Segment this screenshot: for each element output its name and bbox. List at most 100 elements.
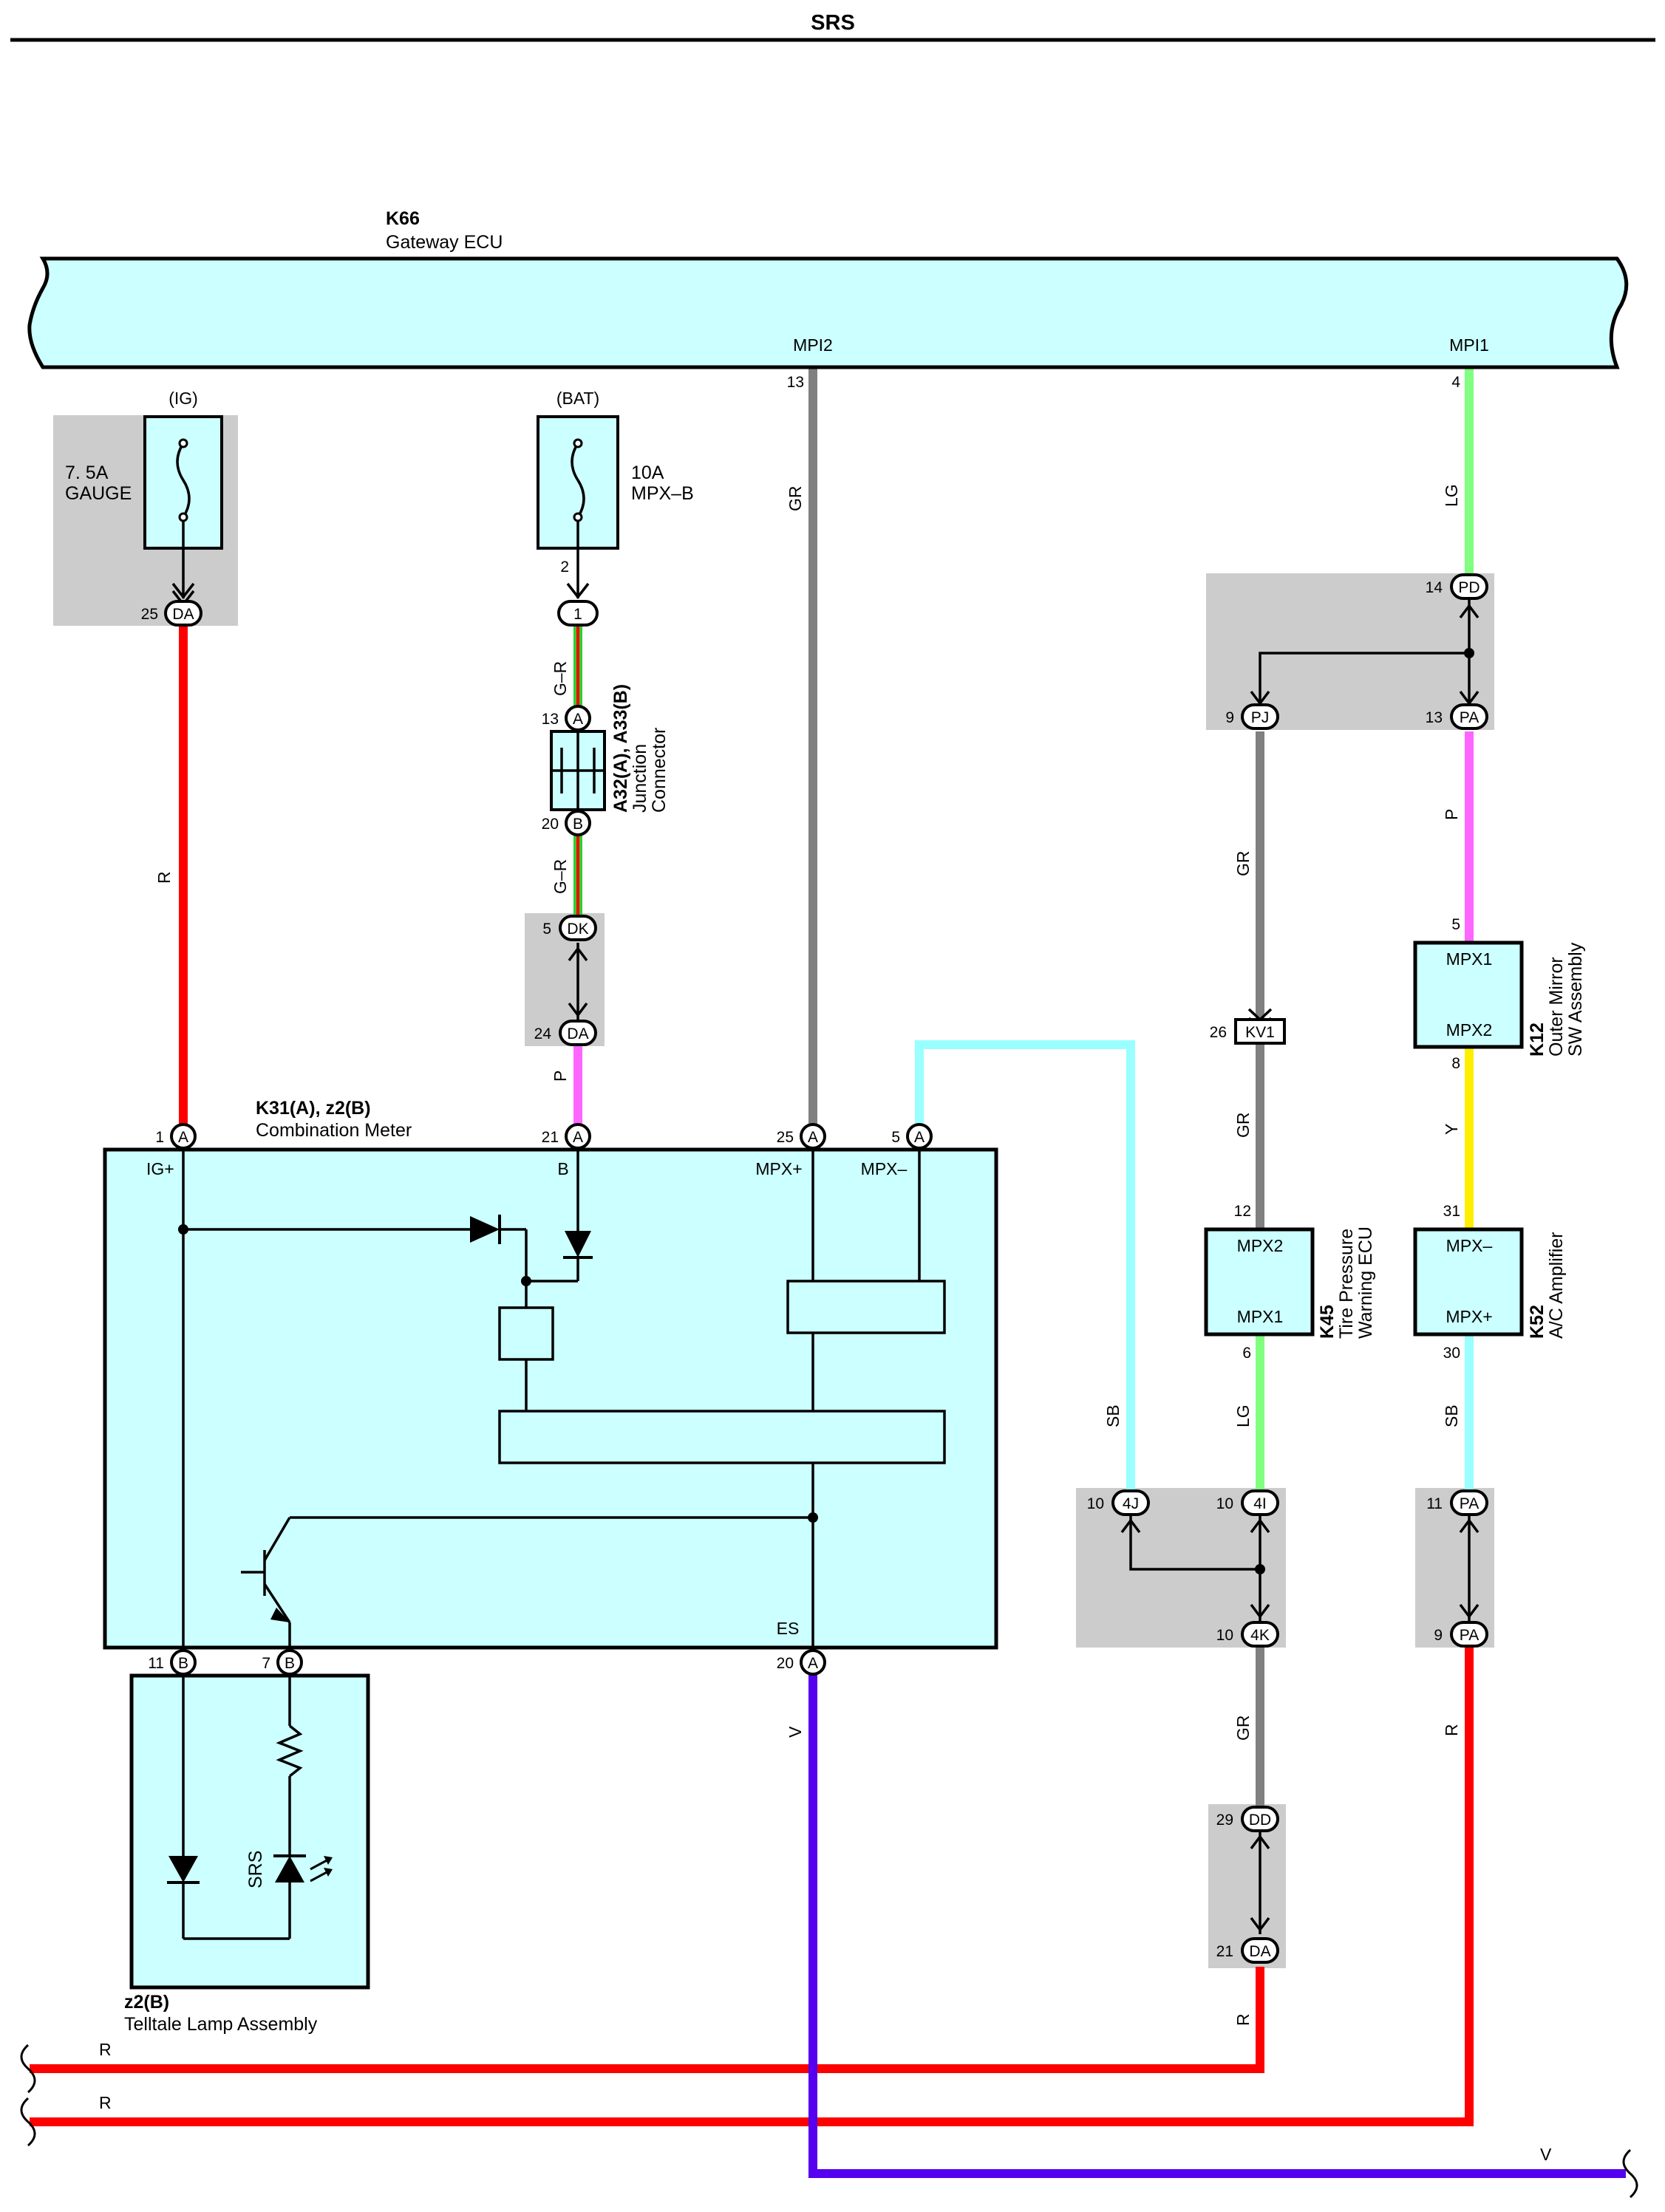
tire-name-1: Tire Pressure (1336, 1229, 1357, 1339)
svg-text:B: B (285, 1655, 295, 1672)
meter-ic-block (498, 1410, 946, 1464)
junction-name-2: Connector (649, 728, 670, 813)
wire-label-v-es: V (786, 1726, 805, 1738)
fuse-bat-name: MPX–B (631, 483, 694, 504)
connector-pj: PJ (1241, 703, 1279, 730)
pin-10-4i: 10 (1216, 1495, 1233, 1512)
gateway-ecu-body (27, 256, 1629, 369)
wire-label-sb-ac: SB (1442, 1404, 1461, 1427)
meter-pin-mpxp: MPX+ (755, 1159, 802, 1178)
wire-label-p-mirror: P (1442, 809, 1461, 820)
mirror-pin-bot: MPX2 (1446, 1020, 1493, 1040)
connector-meter-21: A (565, 1123, 591, 1150)
connector-one: 1 (557, 600, 599, 627)
tire-pin-top: MPX2 (1237, 1236, 1284, 1255)
page-title: SRS (811, 11, 855, 35)
meter-code: K31(A), z2(B) (256, 1098, 371, 1119)
pin-12-tire: 12 (1234, 1203, 1251, 1220)
gateway-code: K66 (386, 208, 420, 229)
tire-pressure-ecu-body (1204, 1227, 1315, 1337)
wire-label-gr-r-bottom: G–R (551, 859, 570, 894)
wire-label-r-da: R (1233, 2013, 1253, 2026)
pin-5-dk: 5 (542, 921, 551, 938)
fuse-icon (571, 443, 585, 518)
svg-text:1: 1 (573, 606, 582, 623)
svg-text:DK: DK (567, 921, 588, 938)
pin-2-fuse-bat: 2 (560, 559, 569, 576)
svg-text:A: A (178, 1129, 188, 1146)
pin-10-4k: 10 (1216, 1627, 1233, 1644)
meter-pin-mpxm: MPX– (861, 1159, 908, 1178)
connector-meter-20: A (800, 1649, 826, 1676)
wire-label-r-pa: R (1442, 1724, 1461, 1736)
connector-meter-25: A (800, 1123, 826, 1150)
connector-4i: 4I (1241, 1489, 1279, 1516)
svg-text:DA: DA (567, 1025, 588, 1042)
svg-text:4K: 4K (1250, 1627, 1270, 1644)
pin-26-kv1: 26 (1210, 1024, 1227, 1041)
connector-pa-11: PA (1450, 1489, 1488, 1516)
svg-text:A: A (808, 1655, 818, 1672)
connector-pd: PD (1450, 573, 1488, 600)
wire-label-gr-mpi2: GR (786, 486, 805, 512)
pin-8-mirror: 8 (1451, 1055, 1460, 1072)
pin-9-pj: 9 (1225, 709, 1234, 726)
wire-da-red-bottom (30, 1967, 1264, 2073)
svg-text:A: A (573, 711, 583, 728)
tire-code: K45 (1317, 1305, 1338, 1339)
connector-meter-7: B (276, 1649, 303, 1676)
diode-icon (167, 1856, 200, 1884)
svg-text:A: A (914, 1129, 925, 1146)
wire-mpx-minus-sb (915, 1040, 1135, 1491)
svg-text:PA: PA (1460, 709, 1479, 726)
ac-code: K52 (1527, 1305, 1547, 1339)
mirror-name-2: SW Assembly (1565, 942, 1586, 1056)
pin-21-meter: 21 (542, 1129, 559, 1146)
svg-text:4I: 4I (1253, 1495, 1267, 1512)
wire-label-r-bottom-1: R (99, 2040, 112, 2059)
diode-icon (470, 1215, 501, 1244)
pin-24-da: 24 (534, 1025, 552, 1042)
wire-label-r-ig: R (154, 871, 174, 884)
junction-code: A32(A), A33(B) (610, 684, 631, 813)
telltale-lamp-label: SRS (245, 1851, 266, 1888)
pin-14-pd: 14 (1426, 579, 1443, 596)
pin-30-ac: 30 (1443, 1345, 1460, 1362)
pin-6-tire: 6 (1242, 1345, 1251, 1362)
wire-label-y-mirror: Y (1442, 1124, 1461, 1135)
telltale-name: Telltale Lamp Assembly (124, 2014, 318, 2035)
wire-label-gr-r-top: G–R (551, 661, 570, 696)
svg-text:DD: DD (1249, 1812, 1271, 1829)
mirror-pin-top: MPX1 (1446, 949, 1493, 969)
telltale-circuit (182, 1676, 291, 1940)
connector-da-21: DA (1241, 1937, 1279, 1964)
connector-b-junction: B (565, 810, 591, 836)
pin-11-meter: 11 (148, 1655, 164, 1672)
connector-pa-13: PA (1450, 703, 1488, 730)
wire-label-gr-4k: GR (1233, 1716, 1253, 1741)
connector-meter-1: A (170, 1123, 197, 1150)
mirror-name-1: Outer Mirror (1546, 957, 1567, 1056)
pin-29-dd: 29 (1216, 1812, 1233, 1829)
transistor-icon (270, 1608, 290, 1622)
connector-4k: 4K (1241, 1621, 1279, 1648)
tire-pin-bot: MPX1 (1237, 1307, 1284, 1326)
telltale-code: z2(B) (124, 1992, 169, 2013)
meter-name: Combination Meter (256, 1120, 412, 1141)
ac-pin-top: MPX– (1446, 1236, 1493, 1255)
pin-25-ig: 25 (141, 606, 158, 623)
outer-mirror-body (1413, 941, 1524, 1049)
connector-a-junction: A (565, 705, 591, 731)
fuse-bat-rating: 10A (631, 462, 664, 483)
wire-label-p-meter: P (551, 1071, 570, 1082)
pin-25-meter: 25 (777, 1129, 794, 1146)
pin-10-4j: 10 (1087, 1495, 1104, 1512)
svg-text:B: B (573, 816, 583, 833)
diode-icon (563, 1231, 593, 1259)
pin-21-da: 21 (1216, 1943, 1233, 1960)
fuse-bat-supply: (BAT) (556, 389, 599, 408)
connector-dd: DD (1241, 1806, 1279, 1832)
pin-20-junction: 20 (542, 816, 559, 833)
fuse-ig-supply: (IG) (168, 389, 198, 408)
ac-name: A/C Amplifier (1546, 1232, 1567, 1339)
